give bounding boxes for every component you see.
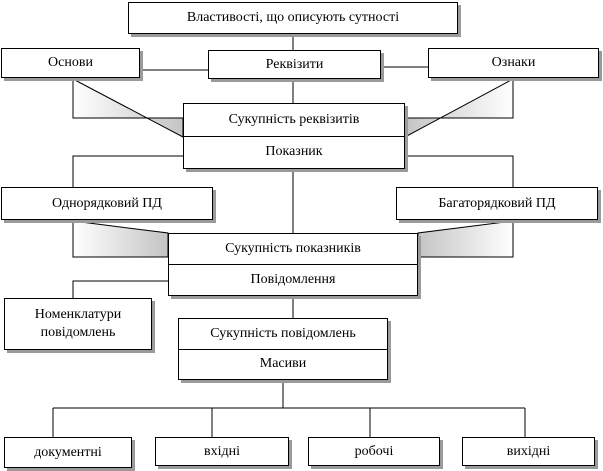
branch-to-nomenklatury <box>72 280 168 298</box>
bagatoryadkovyi-label: Багаторядковий ПД <box>438 195 556 211</box>
rekvizyty-box: Реквізити <box>208 50 381 79</box>
odnoryadkovyi-box: Однорядковий ПД <box>1 187 213 220</box>
output-label: документні <box>34 444 102 460</box>
pokaznyk-label: Показник <box>265 144 323 160</box>
pokaznyky-set-box: Сукупність показників Повідомлення <box>168 233 418 296</box>
nomenklatury-box: Номенклатури повідомлень <box>4 298 152 350</box>
fan-osnovy <box>72 78 184 138</box>
rekvizyty-set-label: Сукупність реквізитів <box>228 111 360 127</box>
output-dokumentni: документні <box>4 437 132 468</box>
output-vykhidni: вихідні <box>462 437 595 466</box>
branch-right-to-bagatoryadkovyi <box>405 155 514 187</box>
povidomlennya-set-box: Сукупність повідомлень Масиви <box>178 318 388 380</box>
pokaznyky-set-label: Сукупність показників <box>225 241 361 256</box>
oznaky-box: Ознаки <box>428 48 599 78</box>
output-vkhidni: вхідні <box>155 437 289 466</box>
nomenklatury-label: Номенклатури повідомлень <box>34 307 122 340</box>
properties-box: Властивості, що описують сутності <box>128 2 458 34</box>
properties-label: Властивості, що описують сутності <box>186 10 400 25</box>
povidomlennya-set-label: Сукупність повідомлень <box>210 325 356 341</box>
bagatoryadkovyi-box: Багаторядковий ПД <box>396 187 598 220</box>
masyvy-label: Масиви <box>259 356 307 372</box>
rekvizyty-set-box: Сукупність реквізитів Показник <box>183 103 405 169</box>
fan-oznaky <box>404 78 514 138</box>
output-label: вихідні <box>506 443 551 459</box>
rekvizyty-label: Реквізити <box>265 56 324 72</box>
odnoryadkovyi-label: Однорядковий ПД <box>52 195 162 211</box>
osnovy-label: Основи <box>48 55 93 70</box>
povidomlennya-label: Повідомлення <box>250 272 336 287</box>
output-robochi: робочі <box>308 437 440 466</box>
branch-left-to-odnoryadkovyi <box>72 155 183 187</box>
output-label: вхідні <box>203 443 240 459</box>
output-label: робочі <box>354 443 394 459</box>
oznaky-label: Ознаки <box>491 55 536 70</box>
osnovy-box: Основи <box>1 48 140 78</box>
fan-bagatoryadkovyi <box>417 220 514 258</box>
fan-odnoryadkovyi <box>72 220 169 258</box>
